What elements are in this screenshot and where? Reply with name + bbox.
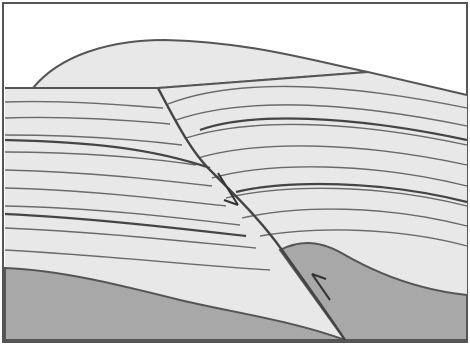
- fault-cross-section-svg: [0, 0, 470, 345]
- fault-diagram: [0, 0, 470, 345]
